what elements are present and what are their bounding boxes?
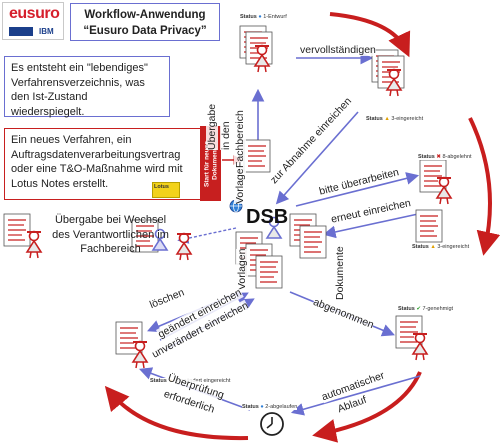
arrow-bitte: [295, 172, 420, 207]
document-handover-left: [3, 213, 31, 247]
status-prefix: Status: [418, 154, 435, 160]
title-box: Workflow-Anwendung “Eusuro Data Privacy”: [70, 3, 220, 41]
status-value: 4-geändert eingereicht: [175, 378, 231, 384]
status-badge-genehmigt: Status ✔ 7-genehmigt: [398, 306, 454, 312]
handover-text: Übergabe bei Wechsel des Verantwortliche…: [52, 214, 169, 255]
status-value: 7-genehmigt: [422, 306, 454, 312]
status-badge-eingereicht-top: Status ▲ 3-eingereicht: [366, 116, 424, 122]
label-uebergabe-1: Übergabe: [206, 103, 218, 150]
status-prefix: Status: [240, 14, 257, 20]
arrow-zur-abnahme: [275, 111, 359, 205]
cycle-arrow-right: [468, 117, 500, 256]
status-prefix: Status: [398, 306, 415, 312]
logo-text: eusuro: [9, 5, 60, 22]
cycle-arrow-bottom-right: [312, 371, 422, 443]
clock-icon: [260, 412, 284, 436]
status-badge-entwurf: Status ● 1-Entwurf: [240, 14, 287, 20]
person-geaendert: [132, 340, 148, 369]
status-value: 3-eingereicht: [391, 116, 424, 122]
label-uebergabe-3: Fachbereich: [234, 110, 246, 168]
logo-bar: [9, 27, 33, 36]
status-prefix: Status: [366, 116, 383, 122]
status-prefix: Status: [150, 378, 167, 384]
label-vorlagen: Vorlagen: [236, 248, 248, 290]
lotus-logo: Lotus: [152, 182, 180, 198]
status-prefix: Status: [242, 404, 259, 410]
cycle-arrow-top: [329, 12, 411, 58]
status-badge-abgelaufen: Status ● 2-abgelaufen: [242, 404, 298, 410]
status-prefix: Status: [412, 244, 429, 250]
document-eingereicht-right: [415, 209, 443, 243]
label-uebergabe-2: in den: [220, 121, 232, 150]
status-value: 8-abgelehnt: [442, 154, 472, 160]
arrow-automatischer-ablauf: [290, 375, 421, 416]
title-line-2: “Eusuro Data Privacy”: [83, 25, 207, 37]
status-value: 2-abgelaufen: [265, 404, 298, 410]
label-vervollstaendigen: vervollständigen: [300, 44, 376, 56]
document-abgelehnt: [419, 159, 447, 193]
arrow-handover: [177, 227, 237, 244]
person-handover-blue: [151, 228, 169, 251]
arrow-erneut: [322, 213, 419, 239]
status-badge-eingereicht-right: Status ▲ 3-eingereicht: [412, 244, 470, 250]
status-value: 1-Entwurf: [263, 14, 287, 20]
status-value: 3-eingereicht: [437, 244, 470, 250]
document-dsb-2: [299, 225, 327, 259]
cycle-arrow-bottom-left: [104, 385, 249, 441]
eusuro-logo: eusuro IBM: [2, 2, 64, 40]
person-handover-right: [176, 232, 192, 261]
dsb-label: DSB: [246, 206, 289, 228]
globe-icon: [229, 199, 243, 213]
document-vorlage: [243, 139, 271, 173]
document-genehmigt: [395, 315, 423, 349]
status-badge-abgelehnt: Status ✖ 8-abgelehnt: [418, 154, 472, 160]
label-dokumente: Dokumente: [334, 246, 346, 300]
partner-logo: IBM: [39, 27, 54, 36]
label-vorlage: Vorlage: [234, 168, 246, 204]
info-box: Es entsteht ein "lebendiges" Verfahrensv…: [4, 56, 170, 118]
person-dsb: [265, 216, 283, 239]
title-line-1: Workflow-Anwendung: [84, 9, 206, 21]
start-tab-line-2: Dokument: [210, 147, 218, 180]
lotus-label: Lotus: [154, 184, 169, 190]
document-dsb-5: [255, 255, 283, 289]
